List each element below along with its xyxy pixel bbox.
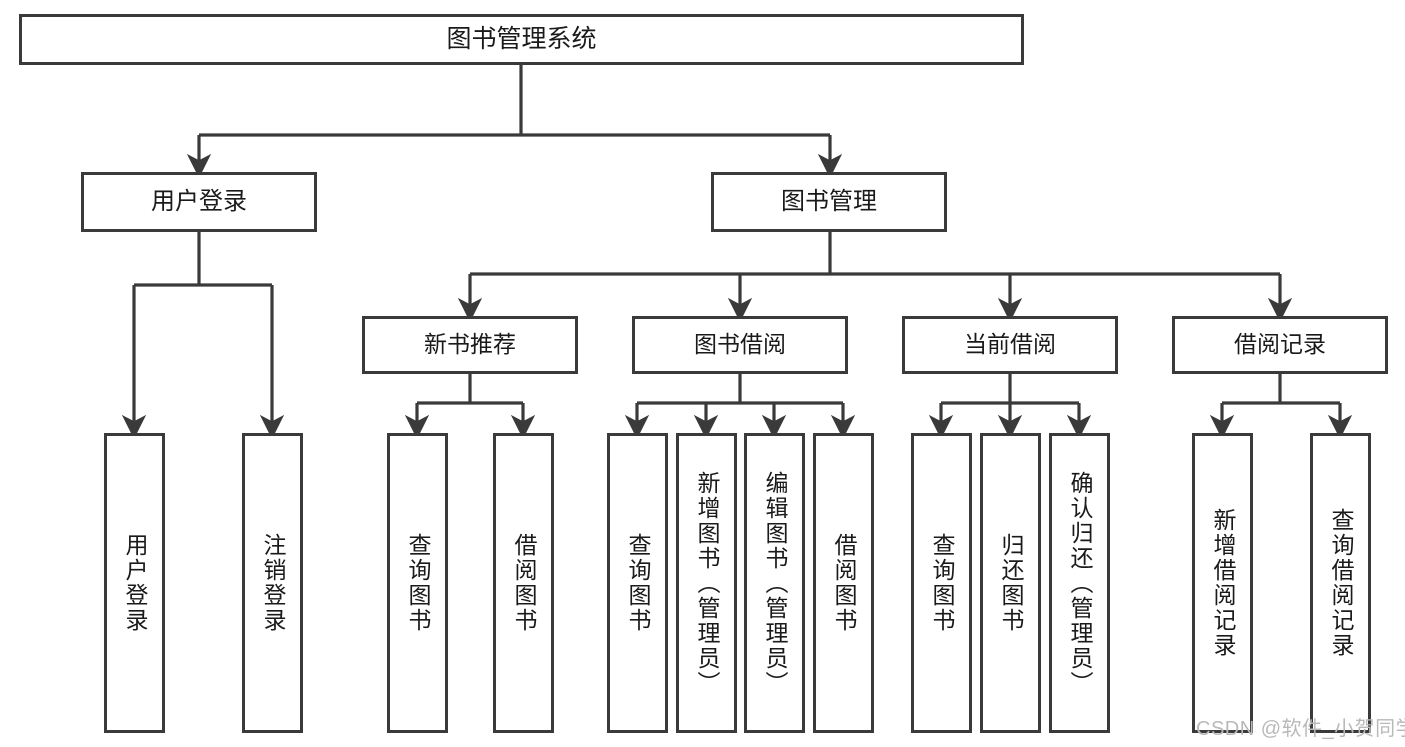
node-label: 新增借阅记录 [1210,508,1236,658]
node-label: 确认归还（管理员） [1067,470,1093,696]
node-label: 查询图书 [929,533,955,633]
node-book-borrow[interactable]: 图书借阅 [632,316,848,374]
leaf-query-record[interactable]: 查询借阅记录 [1310,433,1371,733]
watermark: CSDN @软件_小贺同学 [1196,718,1405,740]
node-label: 图书管理系统 [446,24,597,53]
leaf-confirm-return[interactable]: 确认归还（管理员） [1049,433,1110,733]
leaf-edit-book[interactable]: 编辑图书（管理员） [744,433,805,733]
node-label: 查询借阅记录 [1328,508,1354,658]
leaf-logout[interactable]: 注销登录 [242,433,303,733]
node-label: 查询图书 [625,533,651,633]
node-label: 查询图书 [405,533,431,633]
leaf-query-book-2[interactable]: 查询图书 [607,433,668,733]
node-label: 用户登录 [151,187,247,215]
node-borrow-record[interactable]: 借阅记录 [1172,316,1388,374]
node-book-management[interactable]: 图书管理 [711,172,947,232]
node-label: 图书管理 [781,187,877,215]
leaf-query-book-3[interactable]: 查询图书 [911,433,972,733]
leaf-borrow-book-1[interactable]: 借阅图书 [493,433,554,733]
node-label: 编辑图书（管理员） [762,470,788,696]
node-label: 新增图书（管理员） [694,470,720,696]
node-label: 当前借阅 [964,331,1056,358]
leaf-add-book[interactable]: 新增图书（管理员） [676,433,737,733]
leaf-add-record[interactable]: 新增借阅记录 [1192,433,1253,733]
node-label: 借阅记录 [1234,331,1326,358]
node-user-login[interactable]: 用户登录 [81,172,317,232]
node-current-borrow[interactable]: 当前借阅 [902,316,1118,374]
node-label: 注销登录 [260,533,286,633]
leaf-borrow-book-2[interactable]: 借阅图书 [813,433,874,733]
node-book-management-system[interactable]: 图书管理系统 [19,14,1024,65]
node-new-book-recommend[interactable]: 新书推荐 [362,316,578,374]
node-label: 借阅图书 [511,533,537,633]
node-label: 归还图书 [998,533,1024,633]
node-label: 新书推荐 [424,331,516,358]
leaf-query-book-1[interactable]: 查询图书 [387,433,448,733]
node-label: 借阅图书 [831,533,857,633]
node-label: 用户登录 [122,533,148,633]
node-label: 图书借阅 [694,331,786,358]
leaf-user-login[interactable]: 用户登录 [104,433,165,733]
leaf-return-book[interactable]: 归还图书 [980,433,1041,733]
